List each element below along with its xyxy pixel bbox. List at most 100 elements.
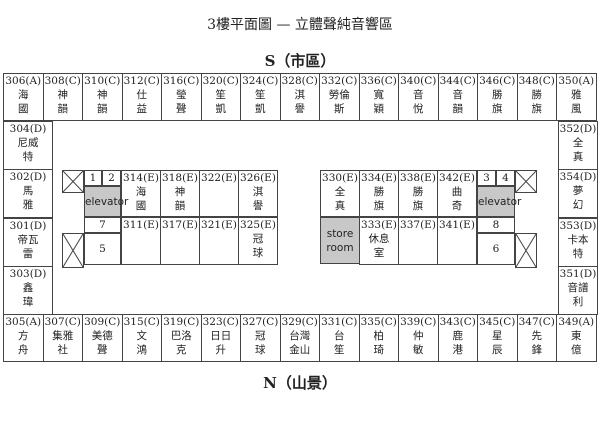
booth-inner-left-top-1: 318(E)神韻 (160, 170, 200, 217)
exhibitor-name: 雷 (22, 248, 34, 260)
exhibitor-name: 億 (571, 344, 582, 356)
booth-top-3: 312(C)仕益 (121, 73, 162, 121)
exhibitor-name: 鴻 (136, 344, 148, 356)
booth-number: 334(E) (361, 172, 397, 184)
exhibitor-name: 笙 (215, 89, 227, 101)
booth-number: 305(A) (5, 316, 42, 328)
booth-number: 325(E) (240, 219, 276, 231)
exhibitor-name: 尼威 (17, 137, 39, 149)
booth-right-0: 352(D)全真 (558, 121, 598, 170)
exhibitor-name: 凱 (255, 103, 266, 115)
booth-number: 346(C) (479, 75, 516, 87)
exhibitor-name: 神 (174, 186, 186, 198)
exhibitor-name: 韻 (57, 103, 69, 115)
north-label: N（山景） (263, 374, 337, 392)
booth-number: 329(C) (281, 316, 318, 328)
stair-3: 3 (477, 170, 496, 186)
booth-bottom-6: 327(C)冠球 (240, 314, 281, 362)
elevator-left-text: elevator (85, 195, 129, 208)
booth-number: 331(C) (321, 316, 358, 328)
exhibitor-name: 聲 (176, 103, 187, 115)
exhibitor-name: 旗 (531, 103, 543, 115)
exhibitor-name: 仕 (136, 89, 148, 101)
exhibitor-name: 斯 (334, 103, 345, 115)
booth-number: 343(C) (439, 316, 476, 328)
booth-number: 318(E) (162, 172, 198, 184)
booth-number: 314(E) (123, 172, 159, 184)
booth-bottom-11: 343(C)鹿港 (437, 314, 478, 362)
exhibitor-name: 益 (136, 103, 148, 115)
exhibitor-name: 雅 (22, 199, 34, 211)
booth-bottom-12: 345(C)星辰 (477, 314, 518, 362)
booth-number: 342(E) (439, 172, 475, 184)
booth-number: 328(C) (281, 75, 318, 87)
exhibitor-name: 美德 (91, 330, 113, 342)
booth-left-2: 301(D)帝瓦雷 (3, 218, 53, 267)
booth-top-7: 328(C)淇譽 (279, 73, 320, 121)
booth-number: 344(C) (439, 75, 476, 87)
exhibitor-name: 金山 (289, 344, 311, 356)
exhibitor-name: 國 (18, 103, 29, 115)
booth-top-9: 336(C)寬穎 (358, 73, 399, 121)
booth-bottom-13: 347(C)先鋒 (516, 314, 557, 362)
booth-number: 320(C) (202, 75, 239, 87)
booth-top-2: 310(C)神韻 (82, 73, 123, 121)
exhibitor-name: 韻 (97, 103, 108, 115)
exhibitor-name: 冠 (255, 330, 266, 342)
exhibitor-name: 鹿 (452, 330, 464, 342)
booth-inner-right-bottom-2: 341(E) (437, 217, 477, 265)
exhibitor-name: 方 (18, 330, 29, 342)
booth-number: 324(C) (242, 75, 279, 87)
exhibitor-name: 鋒 (531, 344, 543, 356)
booth-number: 317(E) (162, 219, 198, 231)
exhibitor-name: 球 (255, 344, 266, 356)
exhibitor-name: 舟 (18, 344, 29, 356)
exhibitor-name: 琦 (373, 344, 385, 356)
exhibitor-name: 夢 (572, 185, 584, 197)
booth-top-14: 350(A)雅風 (556, 73, 597, 121)
booth-top-8: 332(C)勞倫斯 (319, 73, 360, 121)
booth-number: 340(C) (400, 75, 437, 87)
store-room-text: room (326, 241, 354, 254)
exhibitor-name: 球 (252, 247, 264, 259)
stair-4-text: 4 (502, 172, 509, 184)
booth-bottom-8: 331(C)台笙 (319, 314, 360, 362)
stair-6: 6 (477, 233, 515, 265)
booth-top-4: 316(C)瑩聲 (161, 73, 202, 121)
exhibitor-name: 真 (572, 151, 584, 163)
exhibitor-name: 台 (334, 330, 345, 342)
exhibitor-name: 寬 (373, 89, 385, 101)
store-room-text: store (326, 227, 354, 240)
booth-number: 339(C) (400, 316, 437, 328)
exhibitor-name: 雅 (571, 89, 582, 101)
exhibitor-name: 台灣 (289, 330, 311, 342)
booth-number: 319(C) (163, 316, 200, 328)
exhibitor-name: 神 (97, 89, 108, 101)
booth-inner-right-bottom-0: 333(E)休息室 (359, 217, 399, 265)
exhibitor-name: 特 (22, 151, 34, 163)
booth-top-11: 344(C)音韻 (437, 73, 478, 121)
stair-4: 4 (496, 170, 515, 186)
booth-inner-right-bottom-1: 337(E) (398, 217, 438, 265)
exhibitor-name: 休息 (368, 233, 390, 245)
booth-bottom-4: 319(C)巴洛克 (161, 314, 202, 362)
floor-plan-title: 3樓平面圖 — 立體聲純音響區 (207, 17, 393, 33)
exhibitor-name: 文 (136, 330, 148, 342)
booth-bottom-9: 335(C)柏琦 (358, 314, 399, 362)
booth-number: 302(D) (9, 171, 47, 183)
exhibitor-name: 譽 (252, 200, 264, 212)
booth-number: 341(E) (439, 219, 475, 231)
exhibitor-name: 真 (334, 200, 346, 212)
exhibitor-name: 巴洛 (170, 330, 192, 342)
stair-7-text: 7 (99, 219, 106, 231)
exhibitor-name: 瑋 (22, 296, 34, 308)
booth-number: 336(C) (360, 75, 397, 87)
booth-number: 306(A) (5, 75, 42, 87)
booth-number: 337(E) (400, 219, 436, 231)
exhibitor-name: 神 (57, 89, 69, 101)
exhibitor-name: 冠 (252, 233, 264, 245)
exhibitor-name: 海 (135, 186, 147, 198)
elevator-right: elevator (477, 186, 521, 217)
booth-inner-left-bottom-0: 311(E) (121, 217, 161, 265)
